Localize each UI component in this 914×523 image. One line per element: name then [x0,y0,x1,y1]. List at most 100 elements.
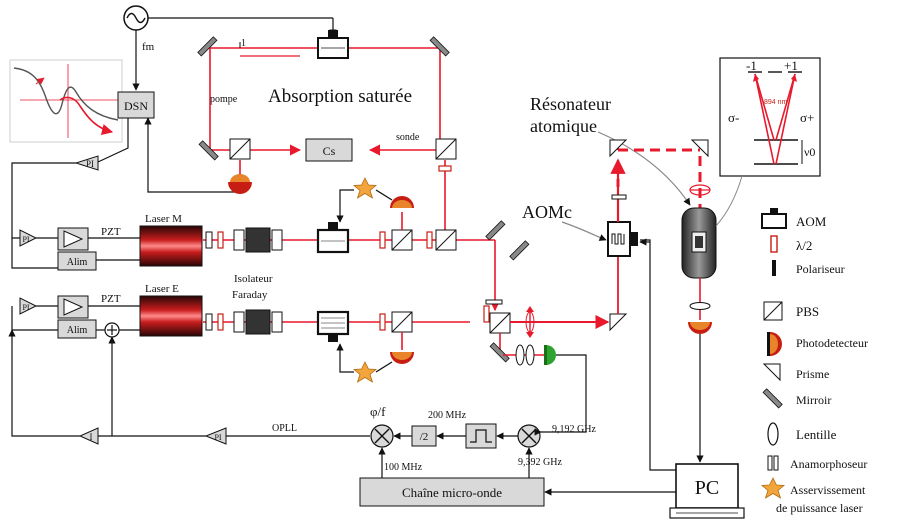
legend: AOM λ/2 Polariseur PBS Photodetecteur Pr… [760,208,868,515]
legend-label-power-servo-2: de puissance laser [776,501,863,515]
energy-level-inset: -1 +1 894 nm σ- σ+ ν0 [719,57,821,177]
legend-pbs-icon [763,301,783,321]
pzt-top-label: PZT [101,226,121,238]
halfwave-e [217,313,224,331]
absorption-title: Absorption saturée [268,86,412,107]
legend-label-power-servo: Asservissement [790,483,866,497]
wavelength-label: 894 nm [764,99,788,106]
legend-label-pbs: PBS [796,304,819,319]
cs-cell: Cs [305,138,353,162]
halfwave-m2 [379,231,386,249]
isolateur-label: Isolateur [234,273,273,285]
legend-mirror-icon [762,388,783,409]
level-plus1-label: +1 [784,58,798,73]
sigma-plus-label: σ+ [800,110,814,125]
pompe-label: pompe [210,94,238,105]
pbs-probe [435,138,457,160]
pc: PC [669,463,745,519]
pbs-pump [229,138,251,160]
alim-bottom-label: Alim [67,325,88,336]
polarizer-h [485,299,503,305]
legend-star-icon [760,477,786,499]
pi-amplifier-3: PI [19,297,38,315]
legend-label-halfwave: λ/2 [796,238,812,253]
lens [689,302,711,310]
legend-prism-icon [762,363,781,382]
halfwave-m3 [426,231,433,249]
level-minus1-label: -1 [746,58,757,73]
photodetector-cell [688,322,712,334]
error-signal-inset [9,59,123,143]
vapor-cell [681,207,717,279]
aomc-label: AOMc [522,202,572,222]
faraday-label: Faraday [232,289,268,301]
lens [525,344,535,366]
aom-top [317,30,349,59]
halfwave-e2 [379,313,386,331]
pbs-m [391,229,413,251]
divider-2: /2 [411,425,437,447]
pi-3-label: PI [22,303,29,312]
legend-lens-icon [767,422,779,446]
f-9192-label: 9,192 GHz [552,424,596,435]
legend-label-polarizer: Polariseur [796,262,845,276]
pi-2-label: PI [22,235,29,244]
chaine-label: Chaîne micro-onde [402,485,502,500]
laser-e-label: Laser E [145,283,179,295]
faraday-isolator-m [233,227,283,253]
opll-label: OPLL [272,423,297,434]
halfwave-comb [483,305,490,323]
dsn-label: DSN [124,99,148,113]
mirror [198,140,219,161]
photodetector-e [390,352,414,364]
prism [609,313,628,332]
pi-amplifier-2: PI [19,229,38,247]
mirror [509,240,530,261]
mirror [489,342,510,363]
lens [515,344,525,366]
legend-aom-icon [761,208,787,229]
photodetector-beat [544,345,556,365]
legend-polarizer-icon [772,260,776,276]
sigma-minus-label: σ- [728,110,739,125]
integrator-amplifier: I [78,427,99,445]
pi-amplifier-4: PI [204,427,227,445]
dsn-box: DSN [117,91,155,119]
f-100-label: 100 MHz [384,462,423,473]
pc-label: PC [695,477,719,499]
anamorphic-e [205,313,213,331]
legend-label-aom: AOM [796,214,827,229]
faraday-isolator-e [233,309,283,335]
photodetector-m [390,196,414,208]
f-9392-label: 9,392 GHz [518,457,562,468]
summing-junction [104,322,120,338]
laser-e: Laser E [139,283,203,337]
resonateur-line2: atomique [530,116,597,136]
pbs-e [391,311,413,333]
aom-c [607,221,638,257]
prism [609,139,628,158]
pi-amplifier-1: PI [74,155,99,171]
driver-m: Alim [57,227,97,271]
legend-label-photodetector: Photodetecteur [796,336,868,350]
halfwave-m [217,231,224,249]
power-servo-star-e [352,361,378,383]
alim-top-label: Alim [67,257,88,268]
aom-m [316,222,350,254]
pbs-m2 [435,229,457,251]
resonateur-line1: Résonateur [530,94,611,114]
pbs-combine [489,312,511,334]
pi-amplifier-5: PI [0,0,36,298]
order-one-label: 1 [241,38,246,49]
f-200-label: 200 MHz [428,410,467,421]
integrator-label: I [90,432,93,442]
mixer-rf [517,424,541,448]
cs-label: Cs [323,144,336,158]
div2-label: /2 [420,431,429,443]
nu0-label: ν0 [804,145,815,159]
halfwave-plate [438,165,452,172]
prism [690,139,709,158]
sonde-label: sonde [396,132,420,143]
anamorphic-m [205,231,213,249]
